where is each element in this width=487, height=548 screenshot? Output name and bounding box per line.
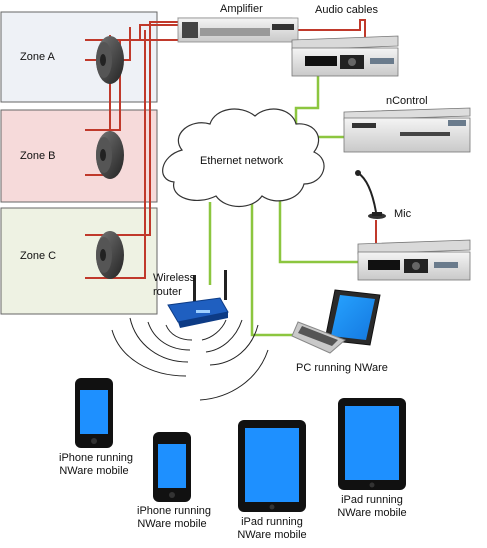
- ethernet-cloud: [162, 108, 325, 208]
- ipad1-label-line2: NWare mobile: [237, 529, 307, 541]
- speaker-zone-c: [96, 231, 124, 279]
- amplifier-label: Amplifier: [220, 3, 263, 15]
- ethernet-cables: [208, 75, 358, 337]
- iphone-device-2: [153, 432, 191, 502]
- zone-b-label: Zone B: [20, 150, 56, 162]
- speaker-zone-a: [96, 36, 124, 84]
- mic-label: Mic: [394, 208, 412, 220]
- wireless-router-device: [167, 270, 229, 328]
- zone-b-box: [0, 109, 158, 203]
- microphone-device: [355, 170, 386, 219]
- ipad2-label-line1: iPad running: [341, 494, 403, 506]
- iphone1-label-line2: NWare mobile: [59, 465, 129, 477]
- iphone-device-1: [75, 378, 113, 448]
- ipad-device-2: [338, 398, 406, 490]
- zone-c-box: [0, 207, 158, 315]
- ncontrol-label: nControl: [386, 95, 428, 107]
- zone-a-label: Zone A: [20, 51, 55, 63]
- iphone2-label-line1: iPhone running: [137, 505, 212, 517]
- processor-unit-mic: [357, 239, 471, 281]
- amplifier-device: [177, 17, 299, 43]
- wireless-router-label-line1: Wireless: [153, 272, 196, 284]
- audio-cables-label: Audio cables: [315, 4, 378, 16]
- laptop-device: [291, 289, 381, 354]
- iphone2-label-line2: NWare mobile: [137, 518, 207, 530]
- ipad1-label-line1: iPad running: [241, 516, 303, 528]
- ethernet-network-label: Ethernet network: [200, 155, 284, 167]
- wifi-waves: [111, 317, 269, 401]
- ipad-device-1: [238, 420, 306, 512]
- ncontrol-device: [343, 107, 471, 153]
- iphone1-label-line1: iPhone running: [59, 452, 134, 464]
- ipad2-label-line2: NWare mobile: [337, 507, 407, 519]
- pc-label: PC running NWare: [296, 362, 388, 374]
- speaker-zone-b: [96, 131, 124, 179]
- zone-c-label: Zone C: [20, 250, 57, 262]
- processor-unit-top: [291, 35, 399, 77]
- wireless-router-label-line2: router: [153, 286, 182, 298]
